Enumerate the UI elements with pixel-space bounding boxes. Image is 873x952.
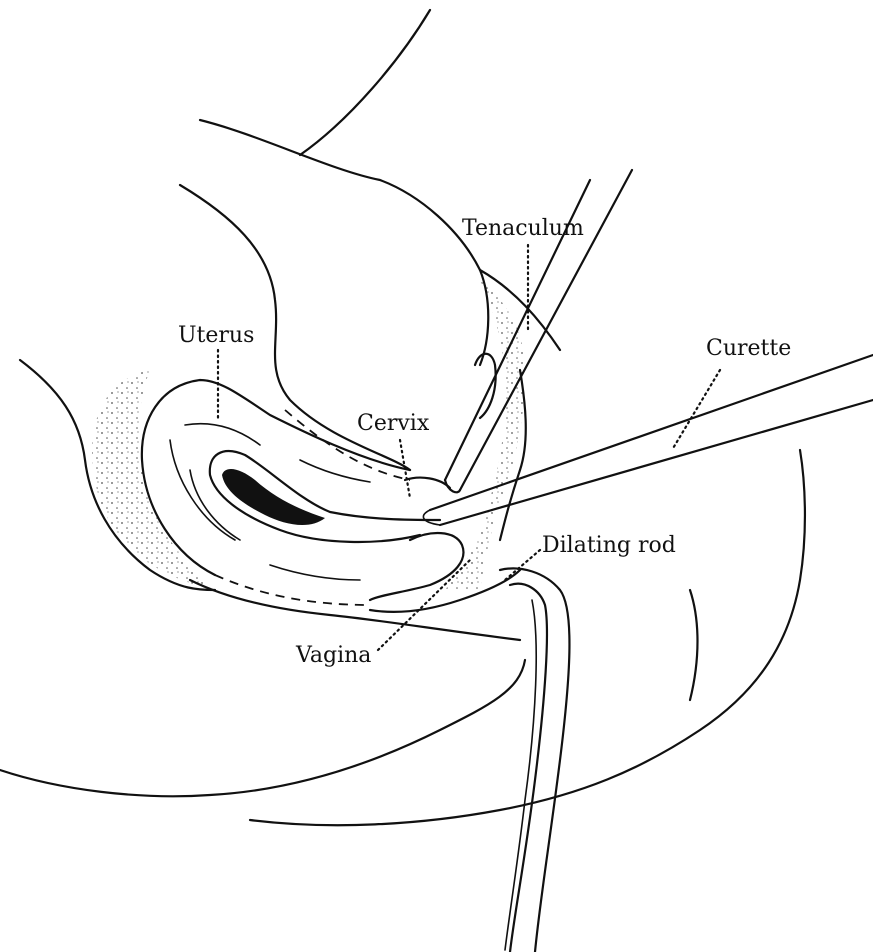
bladder-wall-bump	[475, 354, 496, 418]
thigh-outline	[250, 450, 805, 825]
abdominal-wall-outline	[300, 10, 430, 155]
uterus-fold-3	[300, 460, 370, 482]
buttock-outline	[0, 660, 525, 796]
vagina-label: Vagina	[295, 643, 371, 668]
uterus-fold-1	[170, 440, 235, 540]
uterus-fold-4	[270, 565, 360, 580]
dilating-rod-label: Dilating rod	[542, 533, 676, 558]
curette-label: Curette	[706, 336, 791, 361]
tenaculum-label: Tenaculum	[462, 216, 584, 241]
uterus-fold-2	[185, 424, 260, 445]
perineum-outline	[690, 590, 698, 700]
dilating-rod-highlight	[505, 600, 536, 950]
vagina-leader	[378, 560, 470, 650]
uterine-cavity	[222, 469, 325, 525]
uterus-label: Uterus	[178, 323, 254, 348]
tenaculum-tip	[445, 480, 460, 492]
dilating-rod-leader	[505, 550, 540, 580]
stippled-tissue-right	[445, 280, 525, 590]
stippled-tissue-left	[92, 370, 215, 590]
cervix-label: Cervix	[357, 411, 430, 436]
curette-tip	[423, 510, 440, 525]
cervix-outline	[405, 478, 450, 488]
